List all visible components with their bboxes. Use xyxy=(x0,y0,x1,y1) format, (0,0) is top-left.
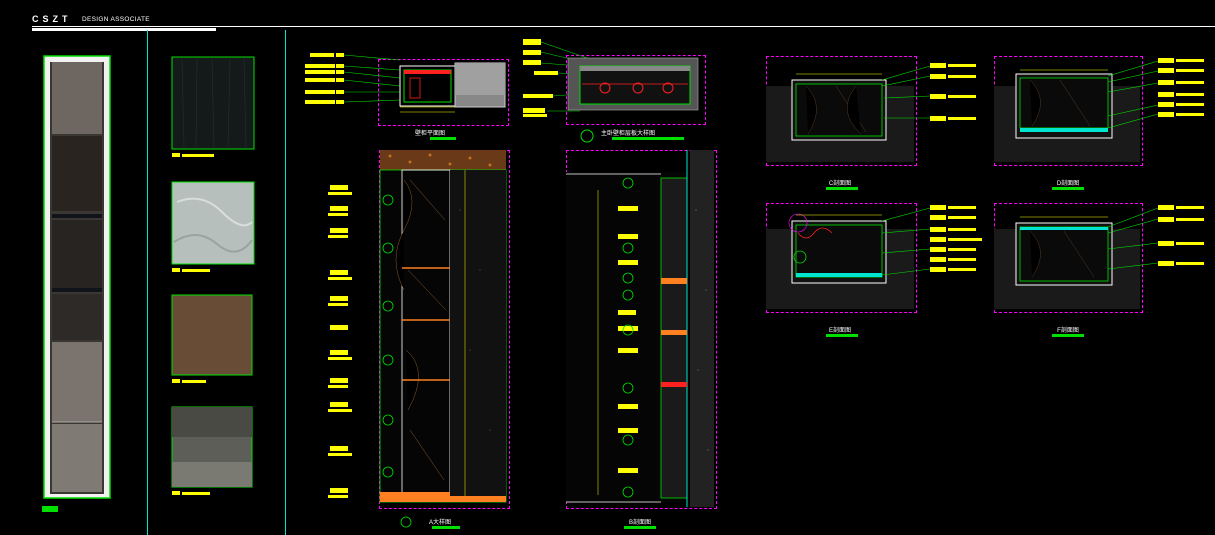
section-e-drawing xyxy=(766,205,982,309)
section-c-title: C剖面图 xyxy=(828,181,852,187)
elevation-b-underline xyxy=(624,526,656,529)
section-f-underline xyxy=(1052,334,1084,337)
section-d-drawing xyxy=(994,58,1204,162)
section-f-drawing xyxy=(994,205,1204,309)
section-d-title: D剖面图 xyxy=(1056,181,1080,187)
section-e-title: E剖面图 xyxy=(828,328,851,334)
plan-title-underline xyxy=(430,137,456,140)
brand-subtitle: DESIGN ASSOCIATE xyxy=(82,16,150,23)
section-d-underline xyxy=(1052,187,1084,190)
header-rule xyxy=(32,26,1215,27)
detail-title-underline xyxy=(612,137,684,140)
section-e-underline xyxy=(826,334,858,337)
swatch-grey-marble xyxy=(171,181,255,272)
plan-title: 壁柜平面图 xyxy=(414,131,445,137)
shelf-detail-drawing xyxy=(523,39,699,143)
swatch-brushed-metal xyxy=(171,406,253,495)
section-f-title: F剖面图 xyxy=(1057,328,1079,334)
section-c-drawing xyxy=(766,63,976,162)
swatch-brown-wood xyxy=(171,294,253,383)
plan-frame xyxy=(378,59,509,126)
elevation-b-drawing xyxy=(566,150,714,507)
cabinet-render xyxy=(42,55,111,512)
detail-frame xyxy=(566,55,706,125)
divider-line xyxy=(285,30,286,535)
detail-title: 主卧壁柜层板大样图 xyxy=(600,131,655,137)
elevation-a-title: A大样图 xyxy=(428,520,451,526)
section-c-underline xyxy=(826,187,858,190)
elevation-a-underline xyxy=(432,526,460,529)
brand-logo: CSZT xyxy=(32,14,72,24)
divider-line xyxy=(147,30,148,535)
elevation-b-title: B剖面图 xyxy=(628,520,651,526)
elevation-a-drawing xyxy=(328,150,507,528)
wardrobe-plan-drawing xyxy=(305,53,506,113)
swatch-dark-wood xyxy=(171,56,255,157)
header-bar xyxy=(32,28,216,31)
